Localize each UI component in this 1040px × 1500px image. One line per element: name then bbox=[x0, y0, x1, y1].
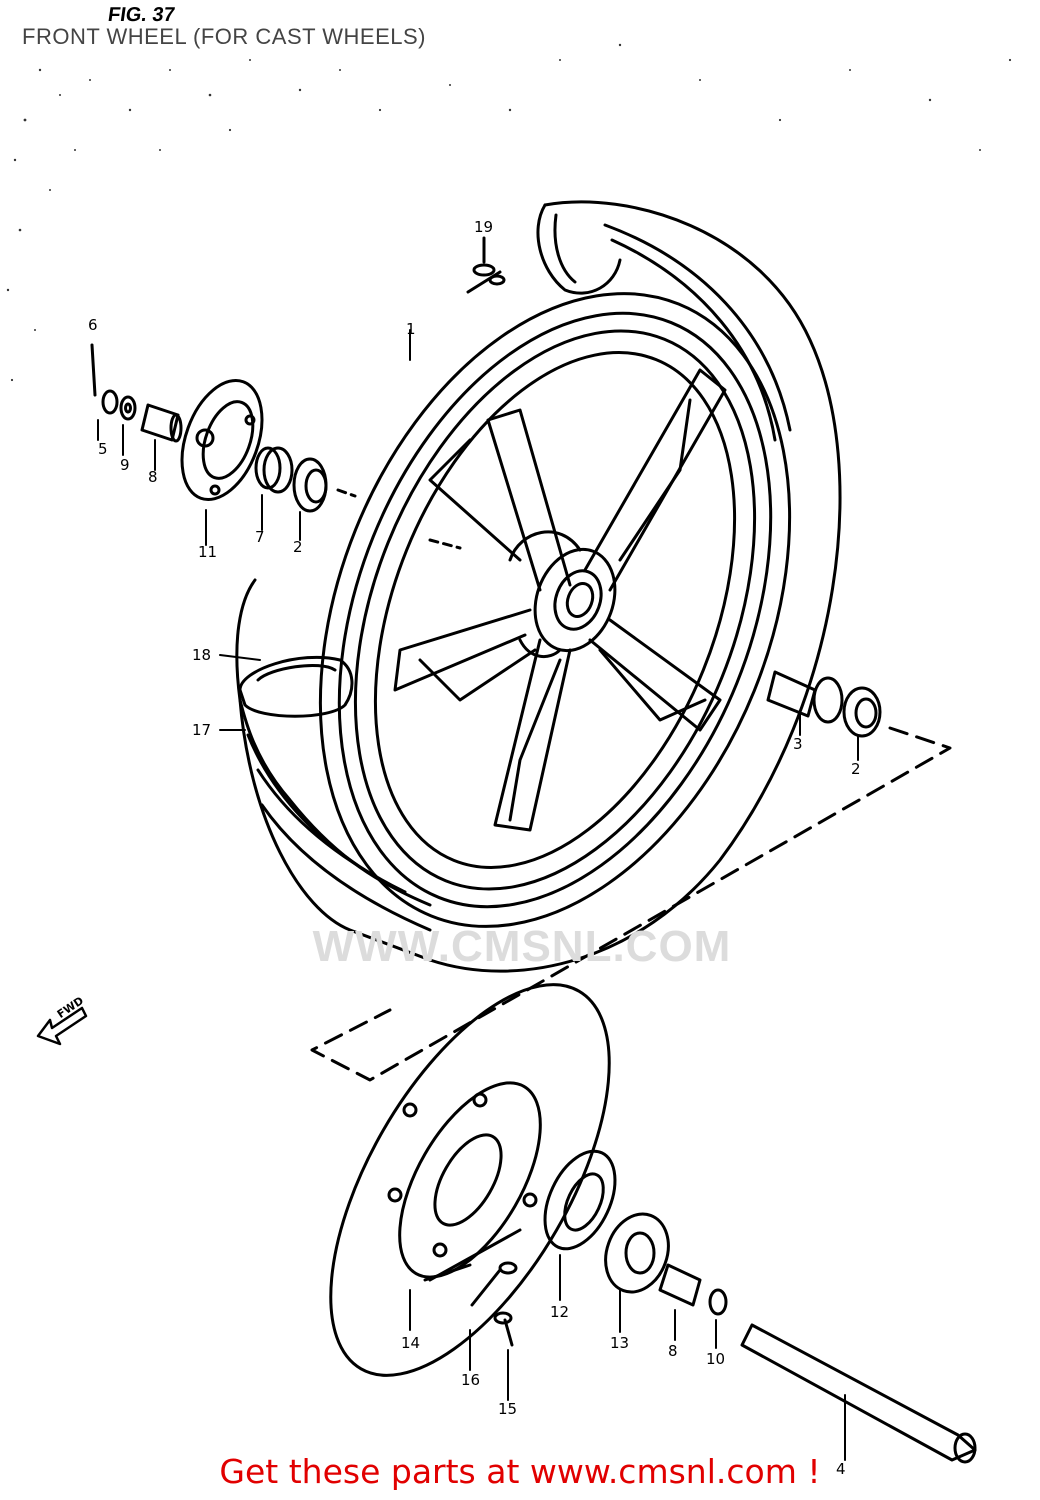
label-part-7: 7 bbox=[255, 528, 265, 546]
watermark-text: WWW.CMSNL.COM bbox=[312, 922, 732, 971]
figure-title: FRONT WHEEL (FOR CAST WHEELS) bbox=[22, 24, 427, 49]
label-part-12: 12 bbox=[550, 1303, 570, 1321]
label-part-5: 5 bbox=[98, 440, 108, 458]
right-axle-parts bbox=[310, 670, 952, 1082]
label-part-9: 9 bbox=[120, 456, 130, 474]
label-part-8-bottom: 8 bbox=[668, 1342, 678, 1360]
label-part-1: 1 bbox=[406, 320, 416, 338]
label-part-19: 19 bbox=[474, 218, 494, 236]
label-part-17: 17 bbox=[192, 721, 212, 739]
brake-disc bbox=[329, 983, 611, 1377]
valve-parts bbox=[466, 236, 506, 294]
label-part-2-top: 2 bbox=[293, 538, 303, 556]
label-part-16: 16 bbox=[461, 1371, 481, 1389]
label-part-2-right: 2 bbox=[851, 760, 861, 778]
label-part-8-top: 8 bbox=[148, 468, 158, 486]
wheel-hub bbox=[508, 530, 617, 659]
label-part-18: 18 bbox=[192, 646, 212, 664]
label-part-4: 4 bbox=[836, 1460, 846, 1478]
forward-direction-arrow bbox=[36, 1006, 88, 1046]
label-part-11: 11 bbox=[198, 543, 218, 561]
leader-lines bbox=[97, 329, 859, 1461]
left-axle-parts bbox=[90, 343, 462, 550]
rim-outline bbox=[318, 292, 792, 928]
label-part-13: 13 bbox=[610, 1334, 630, 1352]
lower-axle-parts bbox=[543, 1149, 977, 1464]
disc-bolts bbox=[470, 1261, 518, 1347]
label-part-14: 14 bbox=[401, 1334, 421, 1352]
label-part-3: 3 bbox=[793, 735, 803, 753]
scan-noise bbox=[6, 43, 1012, 382]
footer-promo-text[interactable]: Get these parts at www.cmsnl.com ! bbox=[219, 1452, 821, 1491]
label-part-6: 6 bbox=[88, 316, 98, 334]
tire-section-cut bbox=[238, 655, 354, 718]
label-part-10: 10 bbox=[706, 1350, 726, 1368]
wheel-spokes bbox=[393, 368, 727, 832]
label-part-15: 15 bbox=[498, 1400, 518, 1418]
